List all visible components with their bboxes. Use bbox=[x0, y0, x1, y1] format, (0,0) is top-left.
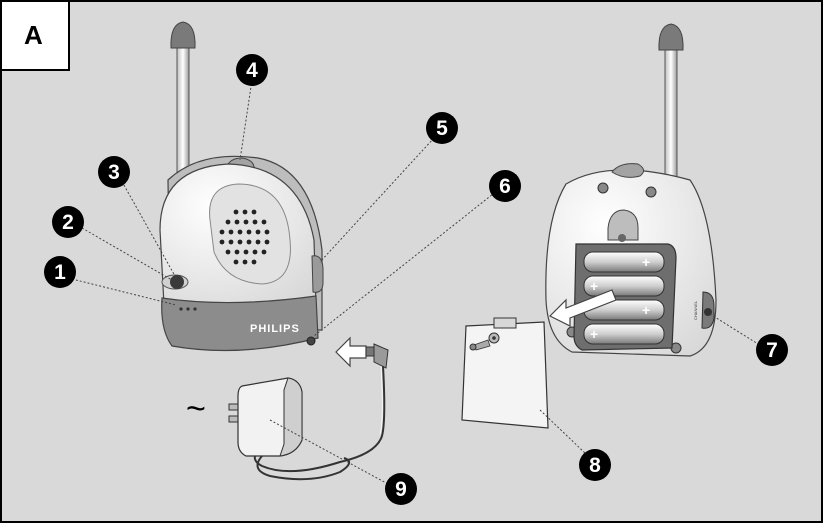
leader-lines-back bbox=[269, 313, 759, 485]
battery bbox=[583, 251, 665, 273]
callouts: 1 2 3 4 5 6 7 8 9 bbox=[44, 54, 788, 505]
callout-number: 7 bbox=[766, 339, 778, 362]
callout-8: 8 bbox=[579, 449, 611, 481]
callout-number: 5 bbox=[436, 117, 448, 140]
device-base-band bbox=[161, 295, 319, 352]
battery-polarity-mark: + bbox=[642, 302, 650, 318]
power-adapter: ~ bbox=[186, 377, 351, 481]
brand-label: PHILIPS bbox=[250, 323, 300, 335]
callout-number: 6 bbox=[499, 175, 511, 198]
callout-number: 2 bbox=[62, 211, 74, 234]
callout-9: 9 bbox=[385, 473, 417, 505]
dc-power-socket[interactable] bbox=[306, 336, 316, 346]
callout-6: 6 bbox=[489, 170, 521, 202]
callout-number: 9 bbox=[395, 478, 407, 501]
callout-5: 5 bbox=[426, 112, 458, 144]
svg-text:CHANNEL: CHANNEL bbox=[693, 300, 698, 320]
panel-label: A bbox=[24, 20, 43, 50]
batteries: + + + + bbox=[583, 251, 665, 345]
battery bbox=[583, 275, 665, 297]
callout-7: 7 bbox=[756, 334, 788, 366]
power-switch[interactable] bbox=[161, 274, 189, 290]
antenna-front bbox=[170, 21, 196, 178]
callout-4: 4 bbox=[236, 54, 268, 86]
antenna-back bbox=[658, 23, 684, 195]
status-led-dots bbox=[179, 307, 197, 311]
insert-cover-arrow bbox=[548, 289, 617, 327]
battery-cover bbox=[461, 317, 549, 429]
battery bbox=[583, 323, 665, 345]
callout-2: 2 bbox=[52, 206, 84, 238]
callout-number: 1 bbox=[54, 261, 66, 284]
ac-symbol: ~ bbox=[186, 390, 206, 428]
cover-screw bbox=[469, 339, 491, 351]
volume-wheel[interactable] bbox=[311, 255, 324, 293]
battery-polarity-mark: + bbox=[590, 326, 598, 342]
speaker-holes bbox=[219, 209, 270, 265]
battery-polarity-mark: + bbox=[642, 254, 650, 270]
callout-number: 3 bbox=[108, 161, 120, 184]
callout-1: 1 bbox=[44, 256, 76, 288]
callout-number: 8 bbox=[589, 454, 601, 477]
callout-3: 3 bbox=[98, 156, 130, 188]
baby-unit-front: PHILIPS bbox=[159, 21, 324, 352]
battery-polarity-mark: + bbox=[590, 278, 598, 294]
leader-lines-front bbox=[71, 79, 499, 337]
panel-label-box: A bbox=[0, 0, 70, 71]
baby-unit-back: + + + + CHANNEL bbox=[545, 23, 717, 357]
callout-number: 4 bbox=[246, 59, 258, 82]
